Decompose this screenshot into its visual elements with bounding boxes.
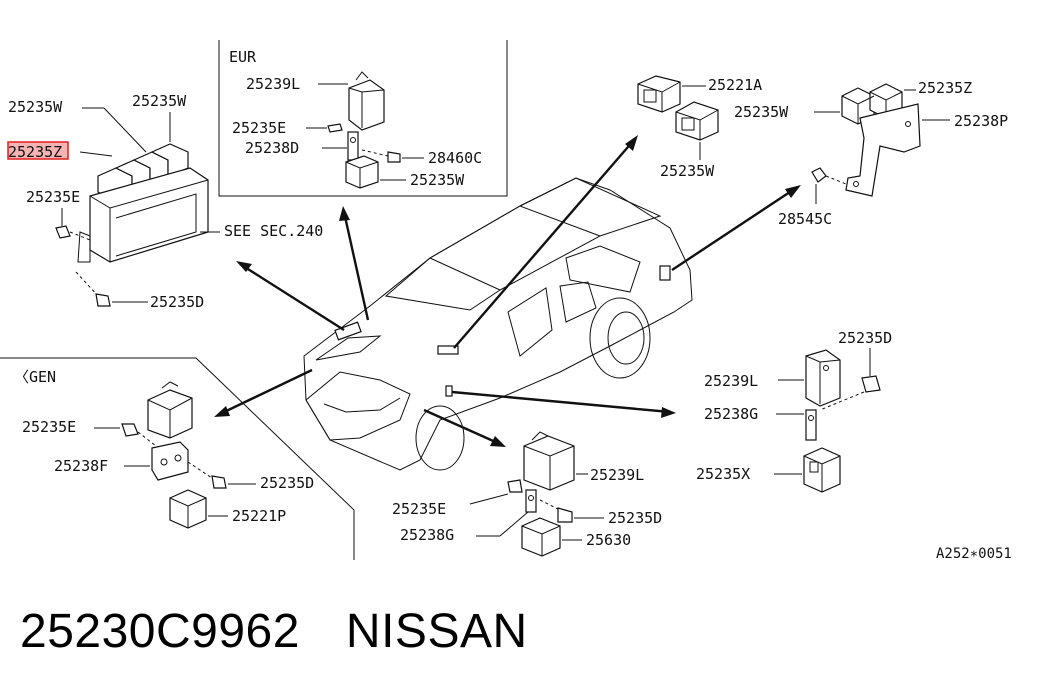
eur-section-label: EUR: [229, 48, 257, 66]
label-25235e-eur: 25235E: [232, 119, 286, 137]
top-left-relay-block: 25235W 25235W 25235Z 25235E SEE SEC.240 …: [7, 92, 323, 311]
label-25239l-bc: 25239L: [590, 466, 644, 484]
label-25221p: 25221P: [232, 507, 286, 525]
bracket-25238d-eur[interactable]: [347, 131, 359, 161]
screw-25235d-bc[interactable]: [557, 507, 573, 523]
nut-28545c[interactable]: [811, 167, 827, 183]
brand-name: NISSAN: [345, 604, 528, 658]
screw-25235d-r[interactable]: [861, 375, 881, 393]
vehicle-relay-front[interactable]: [334, 321, 362, 341]
label-25235w-eur: 25235W: [410, 171, 465, 189]
screw-25235e-tl[interactable]: [55, 225, 71, 239]
footer: 25230C9962 NISSAN: [20, 596, 528, 666]
bracket-25238g-r[interactable]: [805, 409, 817, 441]
label-25235x: 25235X: [696, 465, 750, 483]
bottom-center-group: 25239L 25235E 25238G 25235D 25630: [392, 431, 662, 557]
gen-section: 〈GEN 25235E 25238F 25235D 25221P: [0, 357, 355, 560]
bracket-25238f[interactable]: [151, 441, 189, 481]
part-number: 25230C9962: [20, 604, 300, 658]
pointer-arrows: [214, 135, 801, 447]
gen-section-label: 〈GEN: [14, 368, 56, 386]
figure-code: A252∗0051: [936, 546, 1012, 562]
label-25221a: 25221A: [708, 76, 762, 94]
label-25235d-bc: 25235D: [608, 509, 662, 527]
relay-25235w-eur[interactable]: [345, 155, 379, 189]
screw-25235d-tl[interactable]: [95, 293, 111, 307]
top-right-bracket: 25235Z 25235W 25238P 28545C: [734, 79, 1008, 228]
screw-25235d-gen[interactable]: [211, 475, 227, 489]
screw-25235e-bc[interactable]: [507, 479, 523, 493]
vehicle-illustration: [303, 177, 693, 471]
label-25235e-bc: 25235E: [392, 500, 446, 518]
label-25235d-tl: 25235D: [150, 293, 204, 311]
label-25235z-tl: 25235Z: [8, 143, 62, 161]
label-25235w-tr: 25235W: [734, 103, 789, 121]
top-center-relays: 25221A 25235W: [637, 75, 762, 180]
label-25238p: 25238P: [954, 112, 1008, 130]
label-25235z-tr: 25235Z: [918, 79, 972, 97]
label-25235d-gen: 25235D: [260, 474, 314, 492]
label-25235w-tl-b: 25235W: [132, 92, 187, 110]
label-25238g-bc: 25238G: [400, 526, 454, 544]
label-25235d-r: 25235D: [838, 329, 892, 347]
relay-25239l-r[interactable]: [805, 349, 841, 407]
vehicle-relay-cowl[interactable]: [437, 345, 459, 355]
bracket-25238p[interactable]: [845, 103, 921, 197]
eur-inset: EUR 25239L 25235E 25238D 28460C 25235W: [218, 40, 508, 197]
label-25235w-tl-a: 25235W: [8, 98, 63, 116]
label-25239l-r: 25239L: [704, 372, 758, 390]
relay-25221a[interactable]: [637, 75, 681, 113]
label-25239l-eur: 25239L: [246, 75, 300, 93]
label-25630: 25630: [586, 531, 631, 549]
label-see-sec: SEE SEC.240: [224, 222, 323, 240]
label-25238d-eur: 25238D: [245, 139, 299, 157]
relay-25239l-bc[interactable]: [523, 435, 575, 491]
screw-25235e-eur[interactable]: [327, 123, 343, 133]
vehicle-relay-side[interactable]: [445, 385, 453, 397]
label-28460c-eur: 28460C: [428, 149, 482, 167]
screw-28460c-eur[interactable]: [387, 151, 401, 163]
label-25235w-tc: 25235W: [660, 162, 715, 180]
label-28545c: 28545C: [778, 210, 832, 228]
vehicle-relay-rear[interactable]: [659, 265, 671, 281]
label-25238f: 25238F: [54, 457, 108, 475]
screw-25235e-gen[interactable]: [121, 423, 139, 437]
label-25238g-r: 25238G: [704, 405, 758, 423]
relay-25630[interactable]: [521, 517, 561, 557]
highlight-25235z[interactable]: [7, 141, 69, 160]
right-group: 25235D 25239L 25238G 25235X: [696, 329, 892, 493]
label-25235e-gen: 25235E: [22, 418, 76, 436]
label-25235e-tl: 25235E: [26, 188, 80, 206]
relay-25239l-eur[interactable]: [348, 79, 385, 131]
